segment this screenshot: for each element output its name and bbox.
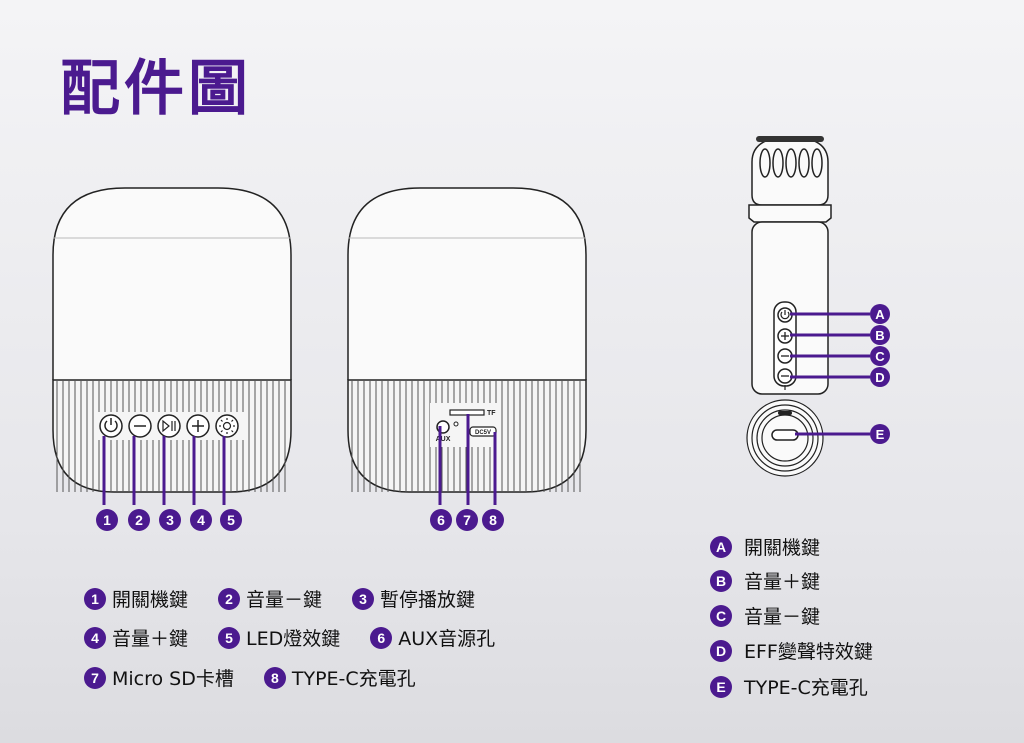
mic-power-icon — [777, 307, 793, 323]
front-callout-badges: 1 2 3 4 5 — [96, 509, 242, 531]
mic-eff-icon — [777, 368, 793, 384]
legend-label: 音量－鍵 — [246, 589, 323, 611]
legend-label: Micro SD卡槽 — [112, 668, 234, 690]
mic-legend-badge: E — [710, 675, 732, 698]
legend-item: 7 Micro SD卡槽 — [84, 664, 234, 691]
svg-text:AUX: AUX — [436, 436, 451, 443]
callout-4: 4 — [197, 512, 205, 528]
legend-badge: 2 — [218, 587, 241, 610]
play-pause-icon — [157, 414, 181, 438]
front-callout-lines — [102, 436, 226, 505]
plus-icon — [186, 414, 210, 438]
legend-label: AUX音源孔 — [398, 628, 496, 650]
callout-1: 1 — [103, 512, 111, 528]
legend-label: LED燈效鍵 — [246, 628, 341, 650]
callout-d: D — [875, 370, 884, 385]
microphone — [746, 136, 832, 477]
callout-b: B — [875, 328, 884, 343]
mic-legend-label: EFF變聲特效鍵 — [744, 641, 873, 663]
legend-badge: 3 — [352, 587, 375, 610]
callout-6: 6 — [437, 512, 445, 528]
mic-legend-item: C 音量－鍵 — [710, 602, 820, 629]
mic-legend-item: E TYPE-C充電孔 — [710, 673, 868, 700]
minus-icon — [128, 414, 152, 438]
svg-text:TF: TF — [487, 410, 496, 417]
page-title: 配件圖 — [60, 54, 252, 124]
legend-badge: 7 — [84, 666, 106, 689]
power-icon — [99, 414, 123, 438]
svg-text:DC5V: DC5V — [475, 430, 491, 436]
legend-badge: 6 — [370, 626, 393, 649]
legend-item: 4 音量＋鍵 — [84, 624, 188, 651]
callout-7: 7 — [463, 512, 471, 528]
mic-minus-icon — [777, 348, 793, 364]
mic-legend-badge: B — [710, 569, 732, 592]
mic-legend-label: 音量－鍵 — [744, 606, 821, 628]
mic-legend-label: 音量＋鍵 — [744, 571, 821, 593]
legend-label: TYPE-C充電孔 — [291, 668, 416, 690]
mic-plus-icon — [777, 328, 793, 344]
legend-label: 暫停播放鍵 — [380, 589, 476, 611]
callout-5: 5 — [227, 512, 235, 528]
legend-item: 1 開關機鍵 — [84, 585, 188, 612]
callout-a: A — [875, 307, 885, 322]
callout-e: E — [876, 427, 885, 442]
led-light-icon — [215, 414, 239, 438]
mic-usb-c-port — [771, 429, 799, 441]
legend-label: 音量＋鍵 — [112, 628, 189, 650]
back-callout-badges: 6 7 8 — [430, 509, 504, 531]
callout-8: 8 — [489, 512, 497, 528]
legend-badge: 5 — [218, 626, 241, 649]
speaker-back: AUX TF DC5V — [347, 187, 587, 493]
legend-badge: 1 — [84, 587, 106, 610]
mic-legend-badge: D — [710, 639, 732, 662]
mic-legend-label: 開關機鍵 — [744, 537, 821, 559]
mic-legend-badge: A — [710, 535, 732, 558]
back-callout-lines — [438, 414, 497, 505]
mic-grille-slots — [759, 148, 823, 178]
mic-legend-item: D EFF變聲特效鍵 — [710, 637, 873, 664]
dc-port: DC5V — [469, 426, 497, 437]
legend-badge: 8 — [263, 666, 286, 689]
mic-callout-badges: A B C D E — [870, 304, 890, 444]
legend-badge: 4 — [84, 626, 106, 649]
legend-label: 開關機鍵 — [112, 589, 189, 611]
callout-3: 3 — [166, 512, 174, 528]
mic-callout-lines — [790, 312, 870, 436]
mic-legend-item: A 開關機鍵 — [710, 533, 820, 560]
speaker-front — [52, 187, 292, 493]
mic-legend-item: B 音量＋鍵 — [710, 567, 820, 594]
mic-legend-badge: C — [710, 604, 732, 627]
callout-c: C — [875, 349, 885, 364]
mic-legend-label: TYPE-C充電孔 — [744, 677, 868, 699]
callout-2: 2 — [135, 512, 143, 528]
